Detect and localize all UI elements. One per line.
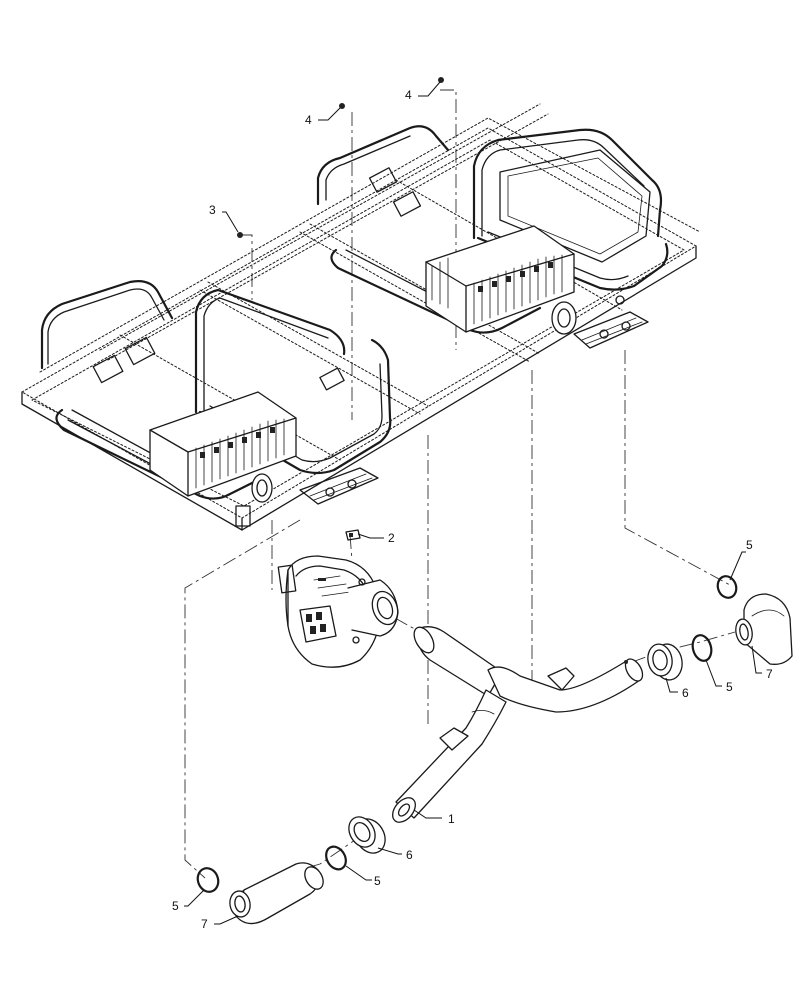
callout-7-left: 7 <box>201 917 208 931</box>
callout-1: 1 <box>448 812 455 826</box>
elbow-7-right <box>735 593 793 665</box>
clamp-5-right-top <box>716 575 738 599</box>
callout-2: 2 <box>388 531 395 545</box>
sleeve-6-left <box>348 816 386 854</box>
nut-3 <box>237 232 243 238</box>
bolt-4-right <box>438 77 444 83</box>
right-fittings <box>647 575 793 681</box>
fastener-items <box>237 77 444 541</box>
right-comb-block <box>425 225 577 335</box>
left-handrail-assembly <box>40 280 392 505</box>
callout-labels: 1 2 3 4 4 5 5 5 5 6 6 7 7 <box>172 88 773 931</box>
blower-unit <box>277 555 399 668</box>
elbow-7-left <box>229 862 324 925</box>
centerline-references <box>184 89 736 894</box>
left-fittings <box>196 816 386 925</box>
chassis-frame <box>21 103 701 531</box>
bolt-4-left <box>339 103 345 109</box>
callout-leaders <box>184 81 762 925</box>
callout-4-left: 4 <box>305 113 312 127</box>
callout-6-left: 6 <box>406 848 413 862</box>
callout-5-left-mid: 5 <box>374 874 381 888</box>
callout-5-right-top: 5 <box>746 538 753 552</box>
callout-6-right: 6 <box>682 686 689 700</box>
callout-5-right-mid: 5 <box>726 680 733 694</box>
callout-4-right: 4 <box>405 88 412 102</box>
left-comb-block <box>149 391 297 503</box>
right-handrail-assembly <box>316 125 669 349</box>
callout-7-right: 7 <box>766 667 773 681</box>
clamp-5-left-mid <box>325 845 347 871</box>
callout-5-left-bottom: 5 <box>172 899 179 913</box>
screw-2 <box>345 529 361 541</box>
y-pipe-duct <box>392 626 644 823</box>
sleeve-6-right <box>647 643 683 681</box>
clamp-5-left-bottom <box>196 867 220 893</box>
callout-3: 3 <box>209 203 216 217</box>
clamp-5-right-mid <box>691 634 713 662</box>
